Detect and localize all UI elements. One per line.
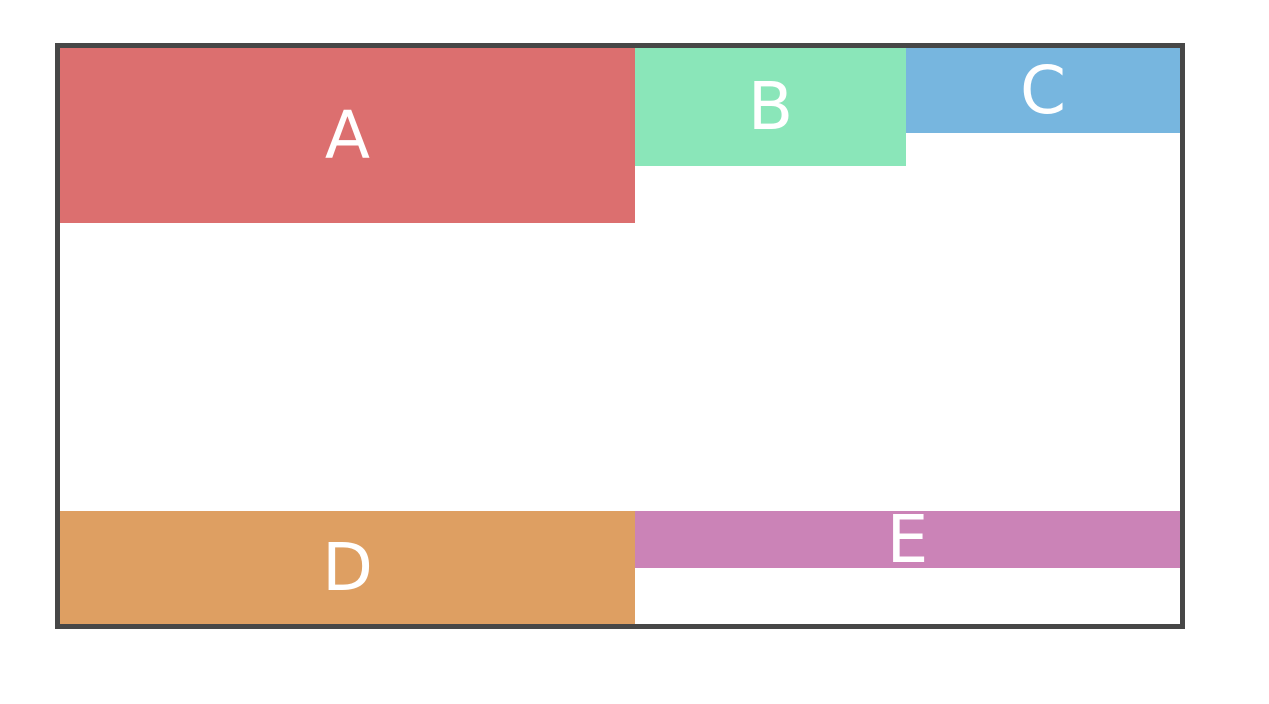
block-c: C [906, 48, 1180, 133]
block-e-label: E [886, 500, 929, 578]
block-b-label: B [747, 68, 794, 145]
diagram-frame: A B C D E [55, 43, 1185, 629]
block-a-label: A [324, 96, 371, 174]
block-b: B [635, 48, 906, 166]
block-d: D [60, 511, 635, 624]
block-c-label: C [1019, 51, 1067, 129]
block-a: A [60, 48, 635, 223]
block-e: E [635, 506, 1180, 572]
block-d-label: D [322, 528, 373, 606]
